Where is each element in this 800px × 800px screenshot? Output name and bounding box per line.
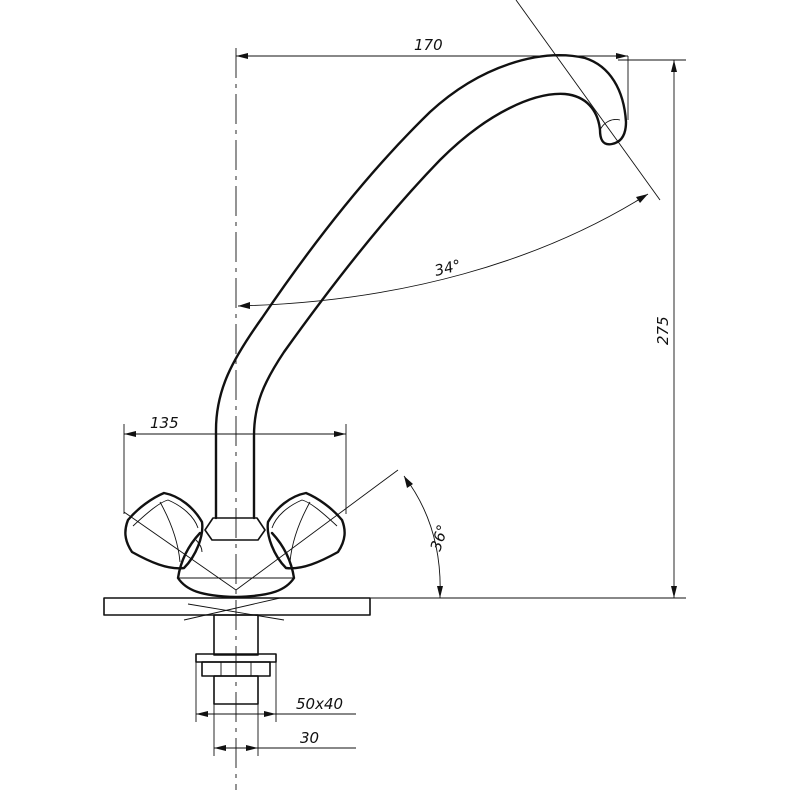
dimension-170: 170 [236,36,629,120]
dimension-135: 135 [123,414,347,514]
construction-lines [123,0,661,621]
right-handle [266,491,346,570]
dimension-36-deg: 36° [403,475,452,599]
dim-label-34: 34° [433,256,463,280]
dimension-34-deg: 34° [237,193,649,309]
dim-label-170: 170 [414,36,443,54]
dim-label-275: 275 [654,316,672,345]
spout [214,54,628,520]
dimension-50x40: 50x40 [195,660,356,722]
shank [195,614,277,705]
dim-label-50x40: 50x40 [296,695,343,713]
dimension-30: 30 [213,704,356,756]
dim-label-135: 135 [150,414,179,432]
dimension-275: 275 [370,59,686,599]
dim-label-30: 30 [300,729,319,747]
left-handle [124,491,204,570]
